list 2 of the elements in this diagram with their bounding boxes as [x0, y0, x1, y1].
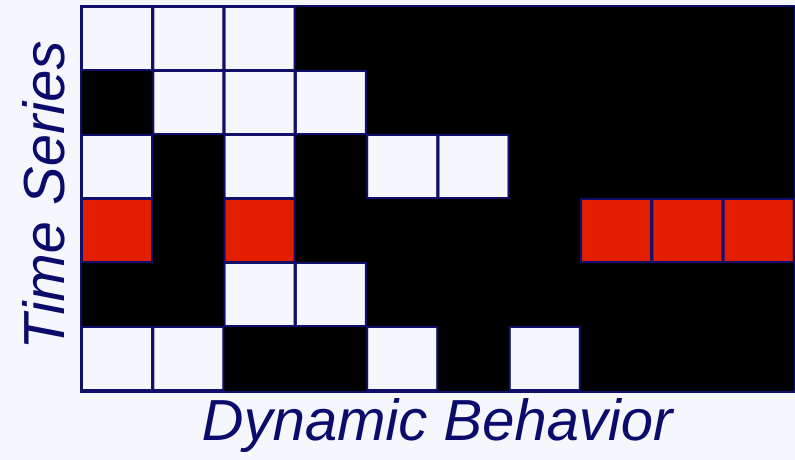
axis-title: Time Series [16, 40, 74, 350]
axis-title: Dynamic Behavior [202, 392, 672, 450]
